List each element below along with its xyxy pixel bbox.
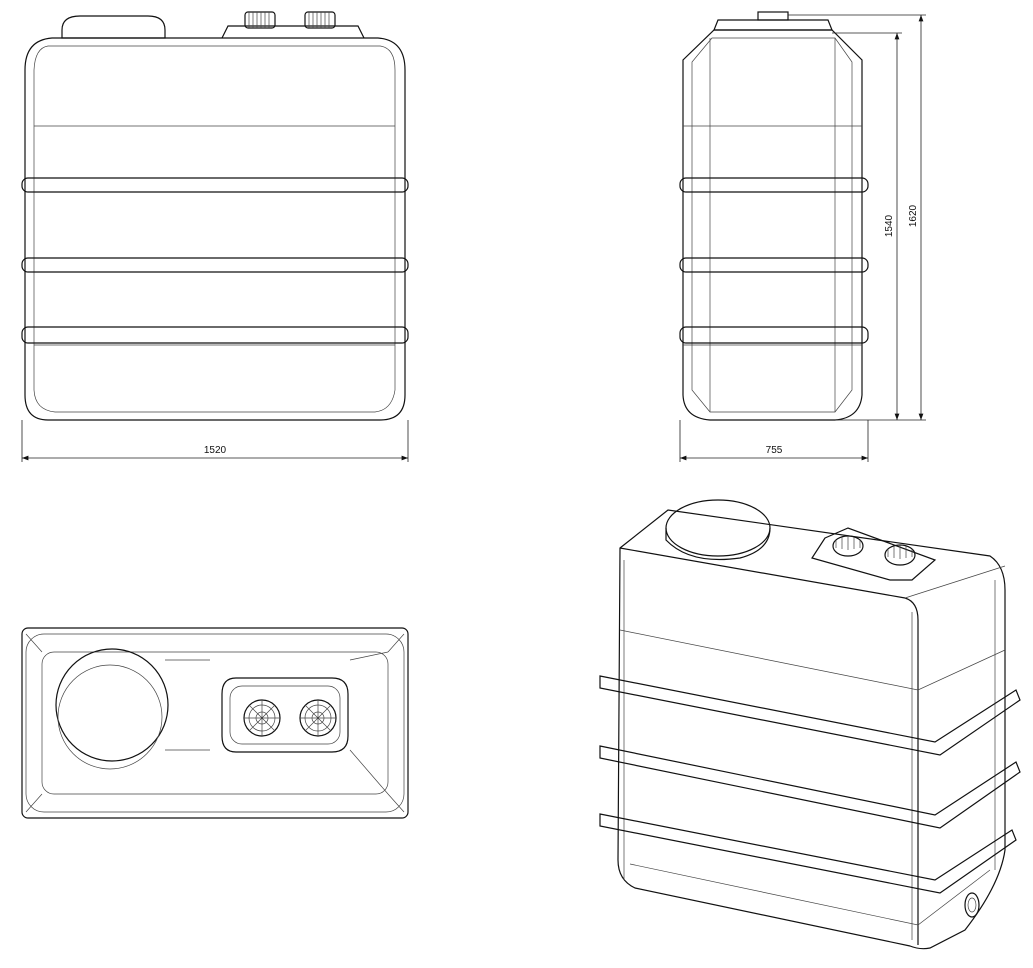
tank-body <box>24 37 406 421</box>
front-view: 1520 <box>21 11 409 462</box>
cap-plate <box>811 527 937 581</box>
tank-body <box>617 509 1006 950</box>
band <box>679 257 869 273</box>
cap-plate <box>221 25 365 39</box>
cap-icon <box>832 535 864 557</box>
cap-icon <box>304 11 336 29</box>
cap-icon <box>757 11 789 21</box>
cap-icon <box>299 699 337 737</box>
lid <box>55 648 169 762</box>
depth-dimension: 755 <box>766 445 783 456</box>
cap-icon <box>884 544 916 566</box>
band <box>21 177 409 193</box>
band <box>599 813 1017 894</box>
width-dimension: 1520 <box>204 445 227 456</box>
lid <box>61 15 166 39</box>
tank-outline <box>21 627 409 819</box>
cap-icon <box>244 11 276 29</box>
cap-icon <box>243 699 281 737</box>
band <box>21 326 409 344</box>
band <box>599 675 1021 756</box>
band <box>679 177 869 193</box>
band <box>599 745 1021 829</box>
total-height-dimension: 1620 <box>908 204 919 227</box>
band <box>21 257 409 273</box>
band <box>679 326 869 344</box>
lid <box>665 499 771 561</box>
isometric-view <box>599 499 1021 950</box>
outlet-fitting-icon <box>964 892 980 918</box>
body-height-dimension: 1540 <box>884 214 895 237</box>
side-view: 755 1540 1620 <box>679 11 926 462</box>
top-view <box>21 627 409 819</box>
cap-plate <box>221 677 349 753</box>
